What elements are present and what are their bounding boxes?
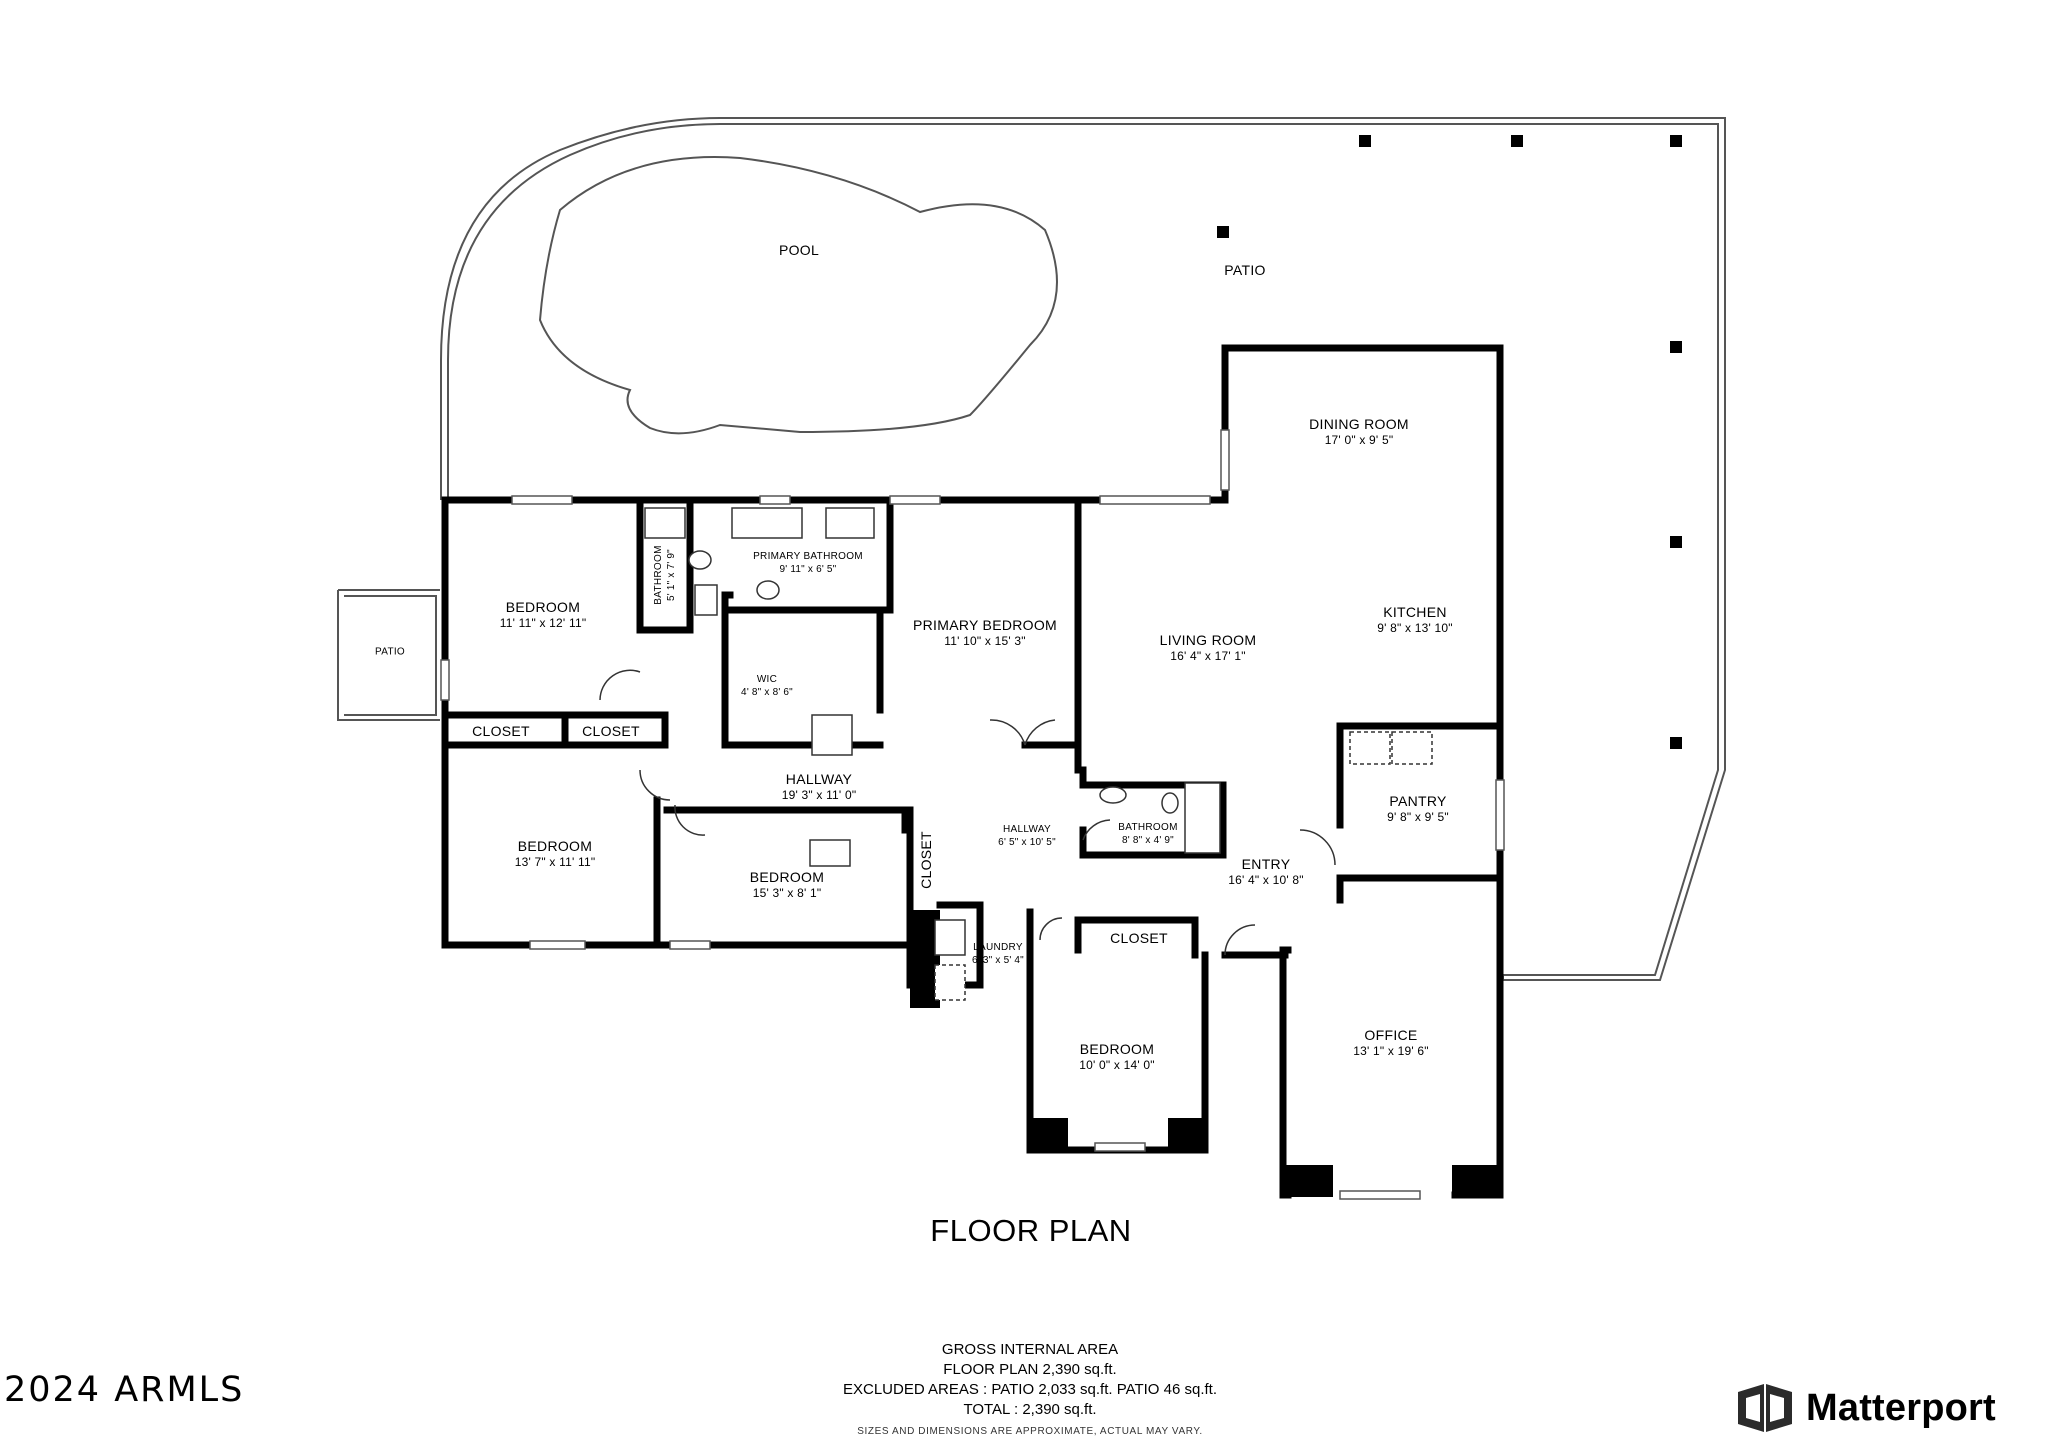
bedroom-1-name: BEDROOM (505, 599, 581, 616)
area-floor-plan: FLOOR PLAN 2,390 sq.ft. (943, 1361, 1117, 1378)
walls (441, 344, 1504, 1199)
laundry-dims: 6' 3" x 5' 4" (972, 955, 1024, 966)
fixtures (644, 507, 1433, 1001)
kitchen-name: KITCHEN (1383, 604, 1447, 621)
hallway-main-name: HALLWAY (785, 771, 853, 788)
dining-room-label: DINING ROOM 17' 0" x 9' 5" (1309, 415, 1409, 449)
primary-bedroom-label: PRIMARY BEDROOM 11' 10" x 15' 3" (913, 616, 1057, 650)
bedroom-1-dims: 11' 11" x 12' 11" (499, 616, 587, 631)
office-dims: 13' 1" x 19' 6" (1353, 1044, 1429, 1059)
copyright-watermark: 2024 ARMLS (4, 1370, 245, 1410)
bedroom-4-label: BEDROOM 10' 0" x 14' 0" (1079, 1040, 1154, 1074)
hallway-main-label: HALLWAY 19' 3" x 11' 0" (782, 770, 857, 804)
primary-bedroom-name: PRIMARY BEDROOM (912, 617, 1058, 634)
entry-dims: 16' 4" x 10' 8" (1228, 873, 1304, 888)
pantry-label: PANTRY 9' 8" x 9' 5" (1387, 792, 1449, 826)
pool-outline (538, 156, 1058, 435)
living-room-label: LIVING ROOM 16' 4" x 17' 1" (1160, 631, 1257, 665)
dining-room-dims: 17' 0" x 9' 5" (1324, 433, 1394, 448)
area-heading: GROSS INTERNAL AREA (941, 1341, 1119, 1358)
living-room-dims: 16' 4" x 17' 1" (1170, 649, 1246, 664)
hallway-small-label: HALLWAY 6' 5" x 10' 5" (998, 823, 1056, 849)
patio-posts (1217, 135, 1682, 749)
kitchen-label: KITCHEN 9' 8" x 13' 10" (1377, 603, 1452, 637)
wic-dims: 4' 8" x 8' 6" (741, 687, 793, 698)
bedroom-4-name: BEDROOM (1079, 1041, 1155, 1058)
bedroom-4-dims: 10' 0" x 14' 0" (1079, 1058, 1155, 1073)
bathroom-1-label: BATHROOM 5' 1" x 7' 9" (652, 545, 678, 604)
area-total: TOTAL : 2,390 sq.ft. (963, 1401, 1097, 1418)
pantry-dims: 9' 8" x 9' 5" (1387, 810, 1449, 825)
hallway-small-name: HALLWAY (1002, 824, 1052, 835)
laundry-name: LAUNDRY (973, 942, 1023, 953)
wic-name: WIC (756, 674, 778, 685)
laundry-label: LAUNDRY 6' 3" x 5' 4" (972, 941, 1024, 967)
office-name: OFFICE (1364, 1027, 1418, 1044)
bedroom-3-name: BEDROOM (749, 869, 825, 886)
entry-label: ENTRY 16' 4" x 10' 8" (1228, 855, 1303, 889)
bathroom-2-dims: 8' 8" x 4' 9" (1122, 835, 1174, 846)
closet-1-label: CLOSET (472, 722, 530, 739)
pool-label: POOL (778, 241, 820, 258)
windows (440, 429, 1505, 1200)
primary-bedroom-dims: 11' 10" x 15' 3" (944, 634, 1026, 649)
primary-bathroom-label: PRIMARY BATHROOM 9' 11" x 6' 5" (753, 550, 863, 576)
floor-plan-title: FLOOR PLAN (930, 1213, 1132, 1248)
living-room-name: LIVING ROOM (1159, 632, 1257, 649)
matterport-logo-icon (1738, 1384, 1792, 1432)
bedroom-3-label: BEDROOM 15' 3" x 8' 1" (750, 868, 824, 902)
kitchen-dims: 9' 8" x 13' 10" (1377, 621, 1453, 636)
area-summary: GROSS INTERNAL AREA FLOOR PLAN 2,390 sq.… (630, 1340, 1430, 1442)
matterport-brand-name: Matterport (1806, 1386, 1996, 1429)
bathroom-1-dims: 5' 1" x 7' 9" (666, 549, 677, 601)
hallway-main-dims: 19' 3" x 11' 0" (781, 788, 857, 803)
entry-name: ENTRY (1241, 856, 1291, 873)
primary-bathroom-name: PRIMARY BATHROOM (753, 551, 863, 562)
closet-3-label: CLOSET (917, 831, 934, 889)
office-label: OFFICE 13' 1" x 19' 6" (1353, 1026, 1428, 1060)
closet-4-label: CLOSET (1110, 929, 1168, 946)
patio-main-label: PATIO (1224, 261, 1266, 278)
bedroom-2-label: BEDROOM 13' 7" x 11' 11" (515, 837, 596, 871)
bathroom-2-label: BATHROOM 8' 8" x 4' 9" (1118, 821, 1177, 847)
bedroom-3-dims: 15' 3" x 8' 1" (752, 886, 822, 901)
door-swings (599, 669, 1336, 956)
bedroom-2-dims: 13' 7" x 11' 11" (514, 855, 596, 870)
patio-side-label: PATIO (374, 646, 406, 658)
hallway-small-dims: 6' 5" x 10' 5" (998, 837, 1056, 848)
wic-label: WIC 4' 8" x 8' 6" (741, 673, 793, 699)
bathroom-1-name: BATHROOM (653, 545, 664, 605)
area-excluded: EXCLUDED AREAS : PATIO 2,033 sq.ft. PATI… (842, 1381, 1218, 1398)
bedroom-2-name: BEDROOM (517, 838, 593, 855)
area-disclaimer: SIZES AND DIMENSIONS ARE APPROXIMATE, AC… (857, 1426, 1203, 1437)
matterport-brand: Matterport (1736, 1382, 1996, 1434)
bathroom-2-name: BATHROOM (1118, 822, 1178, 833)
primary-bathroom-dims: 9' 11" x 6' 5" (779, 564, 837, 575)
closet-2-label: CLOSET (582, 722, 640, 739)
bedroom-1-label: BEDROOM 11' 11" x 12' 11" (500, 598, 587, 632)
dining-room-name: DINING ROOM (1309, 416, 1409, 433)
pantry-name: PANTRY (1389, 793, 1447, 810)
